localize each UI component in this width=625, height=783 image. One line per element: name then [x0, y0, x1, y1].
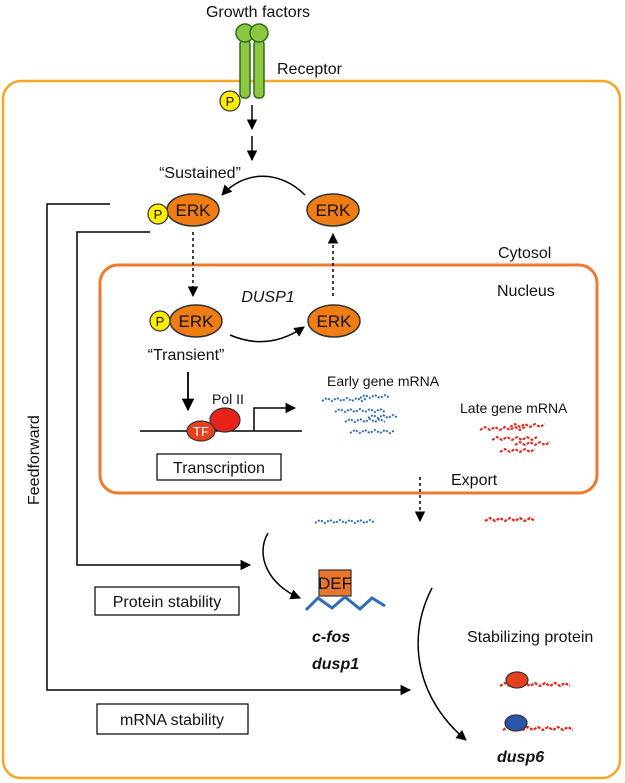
- svg-text:ERK: ERK: [179, 312, 215, 331]
- early-mrna-label: Early gene mRNA: [327, 373, 440, 389]
- early-mrna-icon: [321, 393, 399, 435]
- svg-text:P: P: [154, 207, 163, 222]
- protein-stability-box: [94, 586, 240, 616]
- red-stabilizer-icon: [499, 671, 571, 689]
- receptor-phospho-label: P: [226, 94, 235, 109]
- svg-text:ERK: ERK: [317, 312, 353, 331]
- feedforward-line-protein: [76, 231, 252, 571]
- nuclear-erk-icon: ERK: [307, 304, 361, 338]
- cfos-label: c-fos: [312, 629, 350, 646]
- receptor-label: Receptor: [277, 61, 343, 78]
- receptor-icon: [235, 23, 269, 99]
- transient-perk-icon: P ERK: [149, 304, 223, 338]
- svg-text:ERK: ERK: [316, 201, 352, 220]
- export-label: Export: [451, 472, 498, 489]
- reactivation-arrow: [221, 175, 306, 196]
- growth-factors-label: Growth factors: [206, 4, 310, 21]
- late-mrna-icon: [479, 422, 551, 454]
- nucleus-label: Nucleus: [497, 283, 555, 300]
- protein-stability-arrow: [262, 532, 301, 600]
- cfos-protein-icon: [304, 595, 386, 612]
- dephosphorylation-arrow: [229, 326, 305, 343]
- sustained-label: “Sustained”: [159, 165, 241, 182]
- cytosolic-erk-icon: ERK: [306, 193, 360, 227]
- sustained-perk-icon: P ERK: [147, 193, 220, 227]
- transient-label: “Transient”: [148, 347, 225, 364]
- dusp6-label: dusp6: [497, 749, 544, 766]
- cytoplasmic-late-mrna-icon: [484, 516, 536, 523]
- dusp1-enzyme-label: DUSP1: [241, 289, 294, 306]
- mrna-stability-arrow: [417, 587, 467, 741]
- blue-stabilizer-icon: [502, 714, 574, 732]
- tf-icon: TF: [186, 420, 216, 442]
- svg-text:ERK: ERK: [176, 201, 212, 220]
- feedforward-label: Feedforward: [26, 415, 43, 505]
- feedforward-line-mrna: [46, 203, 412, 696]
- tf-label: TF: [193, 424, 209, 439]
- mrna-stability-label: mRNA stability: [120, 712, 224, 729]
- nucleus-boundary: [98, 263, 599, 495]
- transcription-label: Transcription: [173, 460, 265, 477]
- protein-stability-label: Protein stability: [113, 594, 222, 611]
- receptor-phospho-icon: P: [219, 90, 241, 112]
- pol2-icon: [209, 407, 241, 433]
- cytosol-label: Cytosol: [498, 245, 551, 262]
- svg-text:DEF: DEF: [318, 574, 352, 593]
- cell-boundary: [1, 79, 622, 780]
- transcription-box: [156, 453, 282, 481]
- stabilizing-protein-label: Stabilizing protein: [467, 629, 593, 646]
- def-domain-icon: DEF: [318, 569, 352, 597]
- dusp1-gene-label: dusp1: [312, 656, 359, 673]
- pol2-label: Pol II: [212, 391, 244, 407]
- mrna-stability-box: [96, 703, 249, 735]
- svg-text:P: P: [156, 314, 165, 329]
- cytoplasmic-early-mrna-icon: [314, 518, 376, 525]
- tss-arrow: [253, 402, 297, 431]
- late-mrna-label: Late gene mRNA: [460, 400, 568, 416]
